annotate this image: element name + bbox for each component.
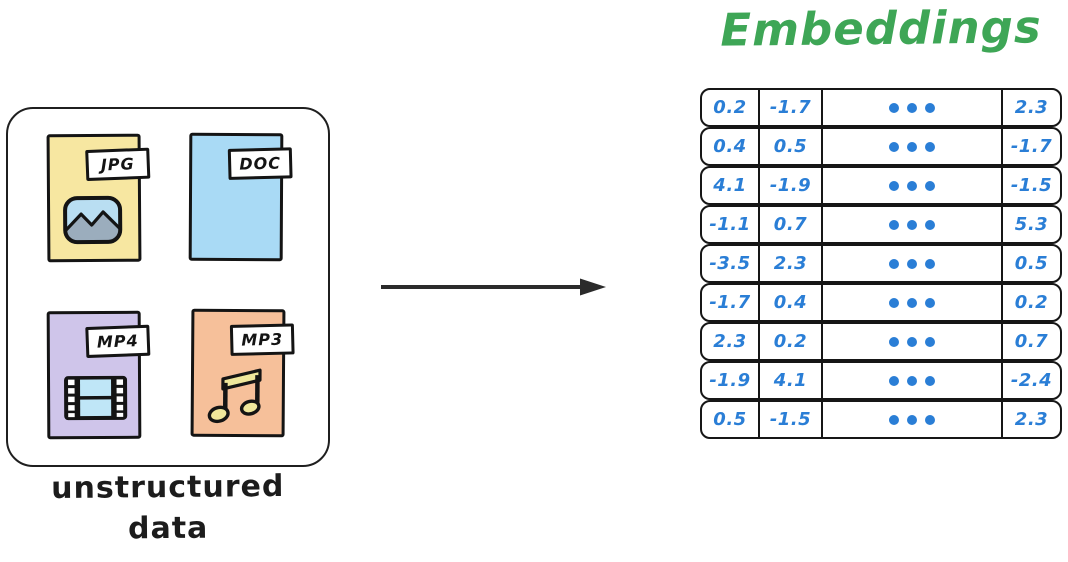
file-type-badge: MP3 <box>229 323 295 356</box>
embedding-row: -1.7 0.4 0.2 <box>700 283 1062 322</box>
ellipsis-dots-icon <box>823 246 1003 281</box>
embedding-row: 0.5 -1.5 2.3 <box>700 400 1062 439</box>
caption-line-2: data <box>127 510 209 546</box>
embedding-value: 2.3 <box>1014 97 1049 118</box>
ellipsis-dots-icon <box>823 363 1003 398</box>
unstructured-data-caption: unstructured data <box>6 467 331 551</box>
embedding-value: 0.5 <box>1014 253 1049 274</box>
ellipsis-dots-icon <box>823 285 1003 320</box>
embedding-row: -1.9 4.1 -2.4 <box>700 361 1062 400</box>
embedding-value: -1.7 <box>702 285 760 320</box>
file-type-label: JPG <box>100 154 136 175</box>
embedding-value: -3.5 <box>702 246 760 281</box>
music-note-icon <box>206 368 266 428</box>
embedding-row: 2.3 0.2 0.7 <box>700 322 1062 361</box>
file-card-mp4: MP4 <box>46 310 151 440</box>
embedding-value: 4.1 <box>702 168 760 203</box>
file-type-badge: JPG <box>85 147 151 182</box>
embeddings-table: 0.2 -1.7 2.3 0.4 0.5 -1.7 4.1 -1.9 -1.5 … <box>700 88 1062 439</box>
embedding-value: -1.7 <box>1010 136 1053 157</box>
embedding-value: 0.2 <box>702 90 760 125</box>
embedding-row: 0.2 -1.7 2.3 <box>700 88 1062 127</box>
embedding-value: 0.7 <box>760 207 823 242</box>
unstructured-data-box: JPG DOC <box>6 107 330 467</box>
file-type-label: DOC <box>239 153 282 174</box>
embedding-value: -1.9 <box>702 363 760 398</box>
file-card-doc: DOC <box>188 132 293 262</box>
ellipsis-dots-icon <box>823 324 1003 359</box>
embedding-value: 2.3 <box>1014 409 1049 430</box>
embeddings-title: Embeddings <box>720 0 1042 57</box>
file-type-badge: MP4 <box>85 324 151 359</box>
file-type-label: MP3 <box>241 329 284 350</box>
ellipsis-dots-icon <box>823 129 1003 164</box>
embedding-value: 0.2 <box>760 324 823 359</box>
embedding-value: 0.5 <box>760 129 823 164</box>
file-type-label: MP4 <box>96 331 140 352</box>
embedding-value: 0.4 <box>702 129 760 164</box>
embedding-value: 0.4 <box>760 285 823 320</box>
embedding-value: -1.9 <box>760 168 823 203</box>
film-strip-icon <box>63 375 128 425</box>
ellipsis-dots-icon <box>823 207 1003 242</box>
embedding-value: 4.1 <box>760 363 823 398</box>
embedding-row: 0.4 0.5 -1.7 <box>700 127 1062 166</box>
embedding-value: 0.5 <box>702 402 760 437</box>
embedding-value: -1.5 <box>1010 175 1053 196</box>
embedding-value: -2.4 <box>1010 370 1053 391</box>
embedding-value: -1.7 <box>760 90 823 125</box>
file-card-mp3: MP3 <box>190 308 295 438</box>
image-thumbnail-icon <box>62 195 123 249</box>
ellipsis-dots-icon <box>823 90 1003 125</box>
embedding-value: 0.2 <box>1014 292 1049 313</box>
embedding-row: -3.5 2.3 0.5 <box>700 244 1062 283</box>
file-type-badge: DOC <box>227 147 293 180</box>
embedding-value: 2.3 <box>760 246 823 281</box>
embedding-row: -1.1 0.7 5.3 <box>700 205 1062 244</box>
embedding-value: -1.1 <box>702 207 760 242</box>
file-card-jpg: JPG <box>46 133 151 263</box>
embedding-value: 5.3 <box>1014 214 1049 235</box>
embedding-value: 2.3 <box>702 324 760 359</box>
embedding-value: 0.7 <box>1014 331 1049 352</box>
caption-line-1: unstructured <box>51 468 285 507</box>
ellipsis-dots-icon <box>823 402 1003 437</box>
right-arrow-icon <box>378 272 610 306</box>
embedding-row: 4.1 -1.9 -1.5 <box>700 166 1062 205</box>
embedding-value: -1.5 <box>760 402 823 437</box>
ellipsis-dots-icon <box>823 168 1003 203</box>
